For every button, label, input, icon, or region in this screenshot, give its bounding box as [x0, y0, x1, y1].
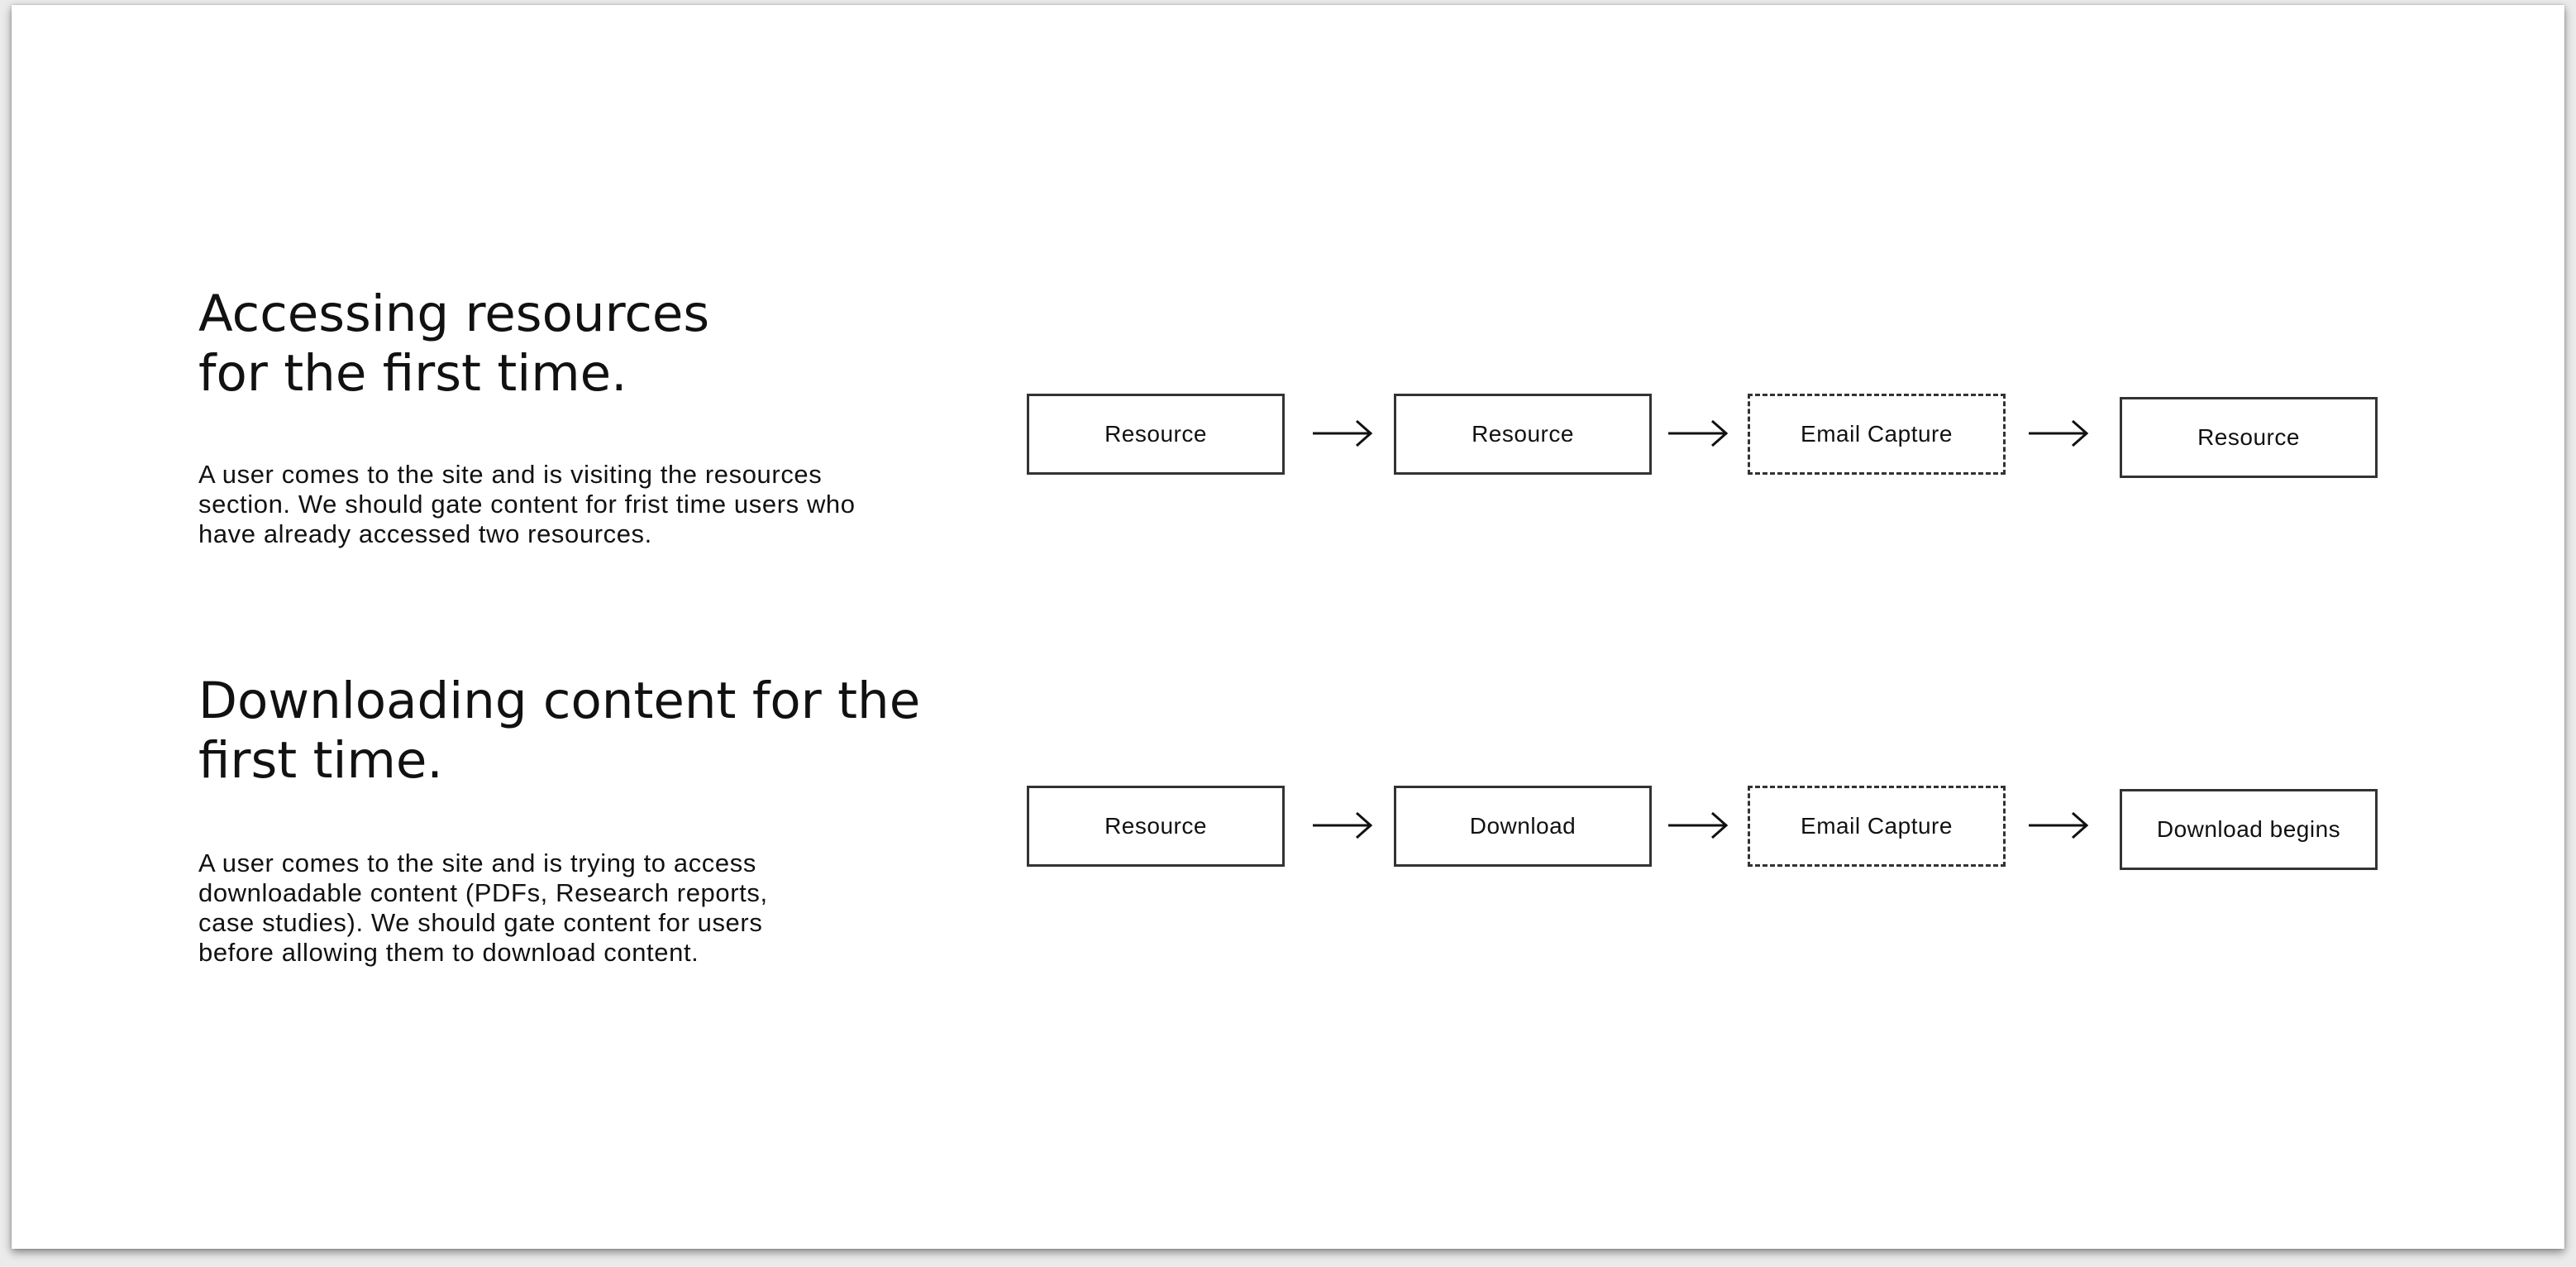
flow-node-resource: Resource	[2120, 397, 2378, 478]
arrow-right-icon	[1313, 811, 1373, 839]
flow-node-email-capture: Email Capture	[1748, 394, 2006, 475]
arrow-right-icon	[1668, 811, 1729, 839]
flow-row: Resource Download Email Capture Download…	[12, 782, 2564, 870]
section-heading: Accessing resources for the first time.	[198, 284, 710, 403]
flow-node-email-capture: Email Capture	[1748, 786, 2006, 867]
arrow-right-icon	[2029, 419, 2089, 447]
arrow-right-icon	[2029, 811, 2089, 839]
section-heading: Downloading content for the first time.	[198, 672, 921, 790]
flow-node-resource: Resource	[1027, 394, 1285, 475]
section-description: A user comes to the site and is trying t…	[198, 849, 768, 967]
flow-node-download-begins: Download begins	[2120, 789, 2378, 870]
arrow-right-icon	[1668, 419, 1729, 447]
flow-node-download: Download	[1394, 786, 1652, 867]
flow-row: Resource Resource Email Capture Resource	[12, 390, 2564, 478]
diagram-canvas: Accessing resources for the first time. …	[12, 5, 2564, 1249]
flow-node-resource: Resource	[1027, 786, 1285, 867]
arrow-right-icon	[1313, 419, 1373, 447]
flow-node-resource: Resource	[1394, 394, 1652, 475]
section-description: A user comes to the site and is visiting…	[198, 460, 856, 548]
